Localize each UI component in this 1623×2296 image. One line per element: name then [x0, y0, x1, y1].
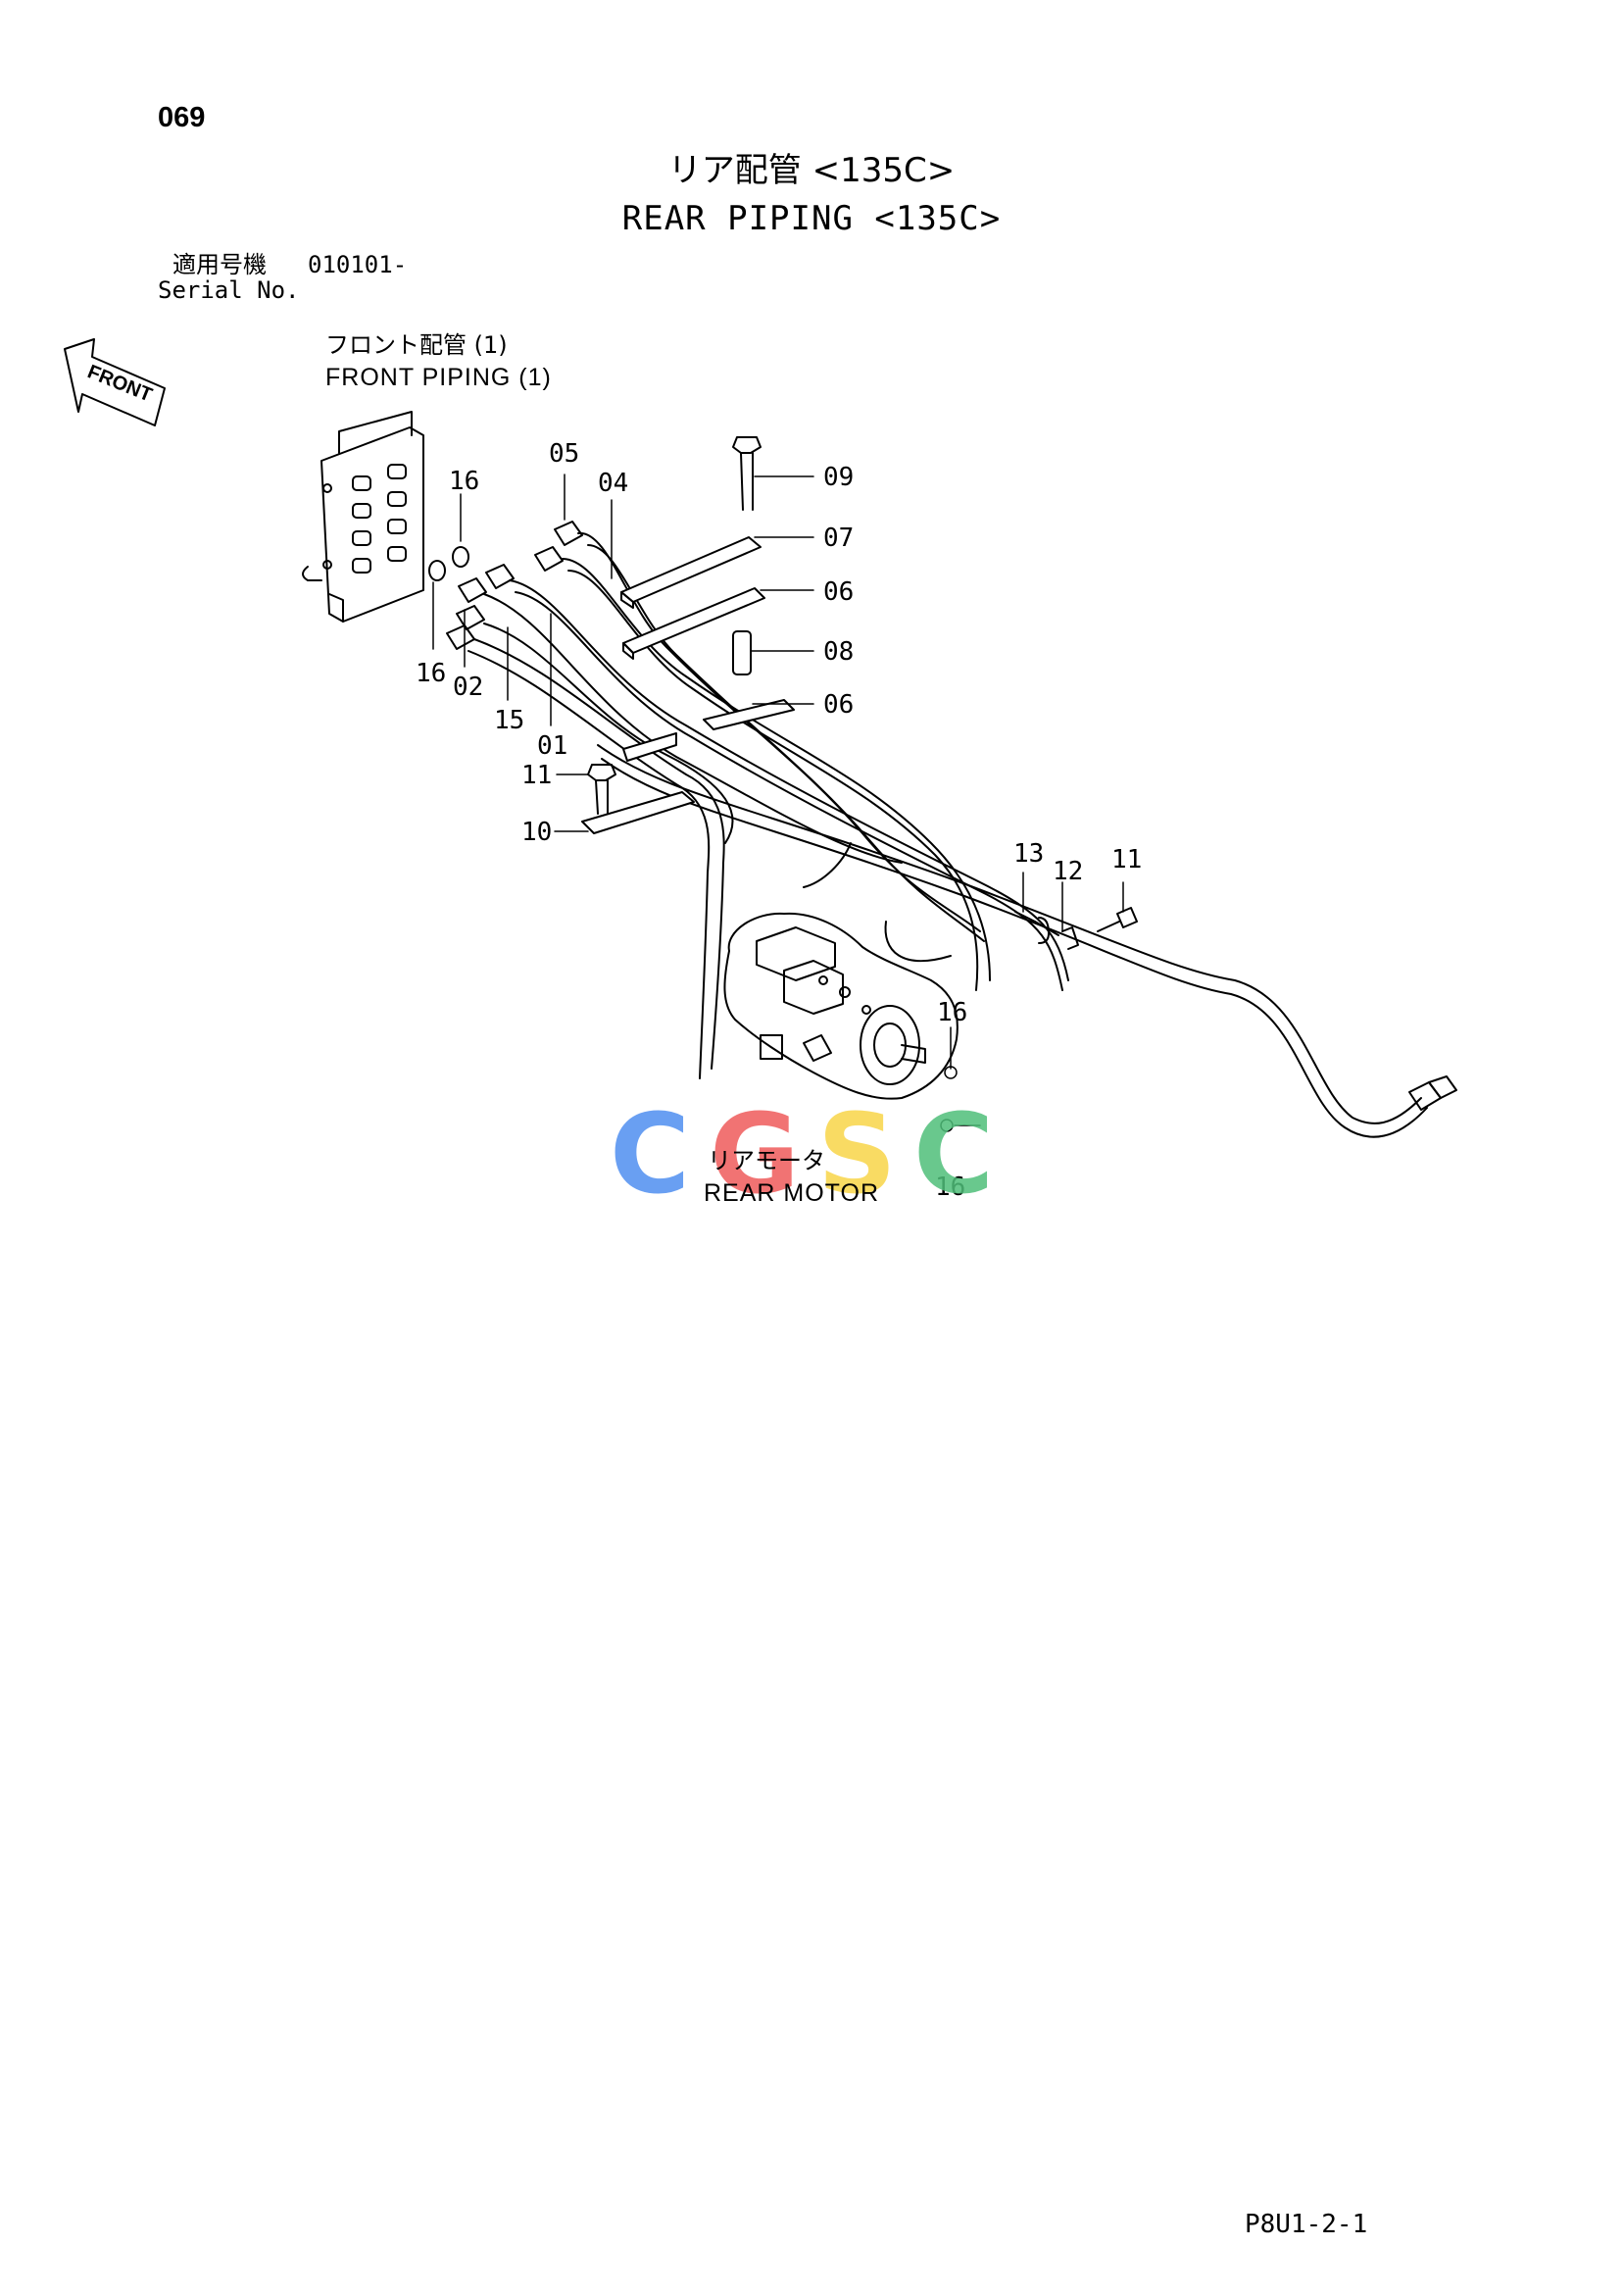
callout-12: 12 — [1053, 857, 1084, 886]
callout-09: 09 — [823, 463, 855, 492]
callout-04: 04 — [598, 469, 629, 498]
leader-lines — [432, 474, 1124, 1132]
svg-text:G: G — [710, 1098, 800, 1206]
callout-10: 10 — [521, 818, 553, 847]
callout-01: 01 — [537, 731, 568, 761]
callout-16-top: 16 — [449, 467, 480, 496]
rear-motor-label-japanese: リアモータ — [708, 1147, 825, 1174]
front-piping-label-english: FRONT PIPING (1) — [325, 364, 552, 391]
serial-label-japanese: 適用号機 — [172, 251, 267, 278]
callout-16-motor: 16 — [937, 998, 968, 1027]
svg-text:C: C — [913, 1098, 994, 1206]
front-piping-label-japanese: フロント配管 (1) — [325, 331, 508, 359]
rear-motor — [723, 912, 959, 1100]
title-english: REAR PIPING <135C> — [621, 199, 1002, 238]
callout-11-left: 11 — [521, 761, 553, 790]
callout-11-right: 11 — [1111, 845, 1143, 874]
document-code: P8U1-2-1 — [1245, 2210, 1368, 2239]
callout-06-lower: 06 — [823, 690, 855, 720]
serial-value: 010101- — [308, 251, 408, 278]
callout-02: 02 — [453, 673, 484, 702]
callout-15: 15 — [494, 706, 525, 735]
hose-fittings — [446, 521, 583, 650]
front-arrow-icon: FRONT — [64, 338, 166, 426]
callout-13: 13 — [1013, 839, 1045, 869]
callout-06-upper: 06 — [823, 577, 855, 607]
callout-05: 05 — [549, 439, 580, 469]
callout-08: 08 — [823, 637, 855, 667]
callout-07: 07 — [823, 524, 855, 553]
control-valve-block — [302, 411, 424, 623]
end-fitting-right — [1408, 1075, 1457, 1111]
svg-text:S: S — [817, 1098, 897, 1206]
bolt-09 — [732, 436, 762, 511]
callout-16-left: 16 — [416, 659, 447, 688]
page-number: 069 — [158, 102, 206, 133]
cgsc-watermark-logo: C G S C — [610, 1098, 994, 1206]
bolt-11-left — [587, 764, 616, 815]
serial-label-english: Serial No. — [158, 276, 300, 304]
hose-clamp-brackets — [581, 536, 795, 834]
svg-text:C: C — [610, 1098, 690, 1206]
rear-motor-label-english: REAR MOTOR — [704, 1179, 879, 1207]
clamp-12-13 — [1014, 907, 1138, 950]
callout-16-bottom: 16 — [935, 1173, 966, 1202]
title-japanese: リア配管 <135C> — [667, 151, 956, 190]
